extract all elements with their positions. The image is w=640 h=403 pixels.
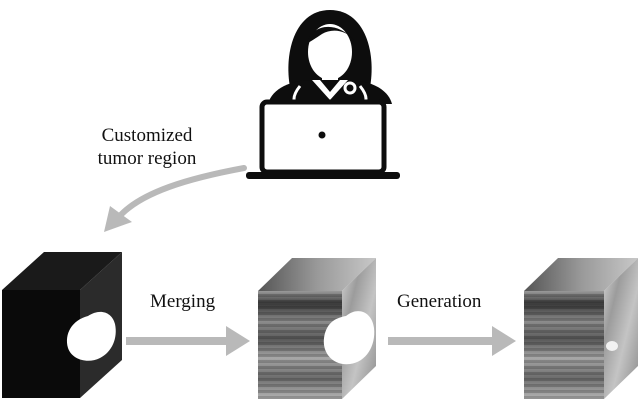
mask-top-face (2, 252, 122, 290)
bangs-shape (306, 26, 354, 44)
face-shape (308, 24, 352, 80)
tumor-region-blob (66, 311, 116, 361)
merged-ct-volume-cube (258, 258, 376, 399)
generated-lesion-spot (606, 341, 618, 351)
generated-top-face (524, 258, 638, 291)
annotation-line-1: Customized (101, 125, 193, 146)
tumor-mask-cube (2, 252, 122, 398)
generated-ct-volume-cube (524, 258, 638, 399)
collar-shape (312, 80, 348, 100)
laptop-camera-icon (318, 131, 326, 139)
annotation-line-2: tumor region (97, 148, 197, 169)
merged-top-face (258, 258, 376, 291)
merging-arrow (126, 326, 250, 356)
generation-label: Generation (397, 291, 482, 312)
generated-side-face (604, 258, 638, 399)
doctor-with-laptop-icon (246, 10, 400, 179)
laptop-base (246, 172, 400, 179)
generation-arrow (388, 326, 516, 356)
merging-label: Merging (150, 291, 216, 312)
mask-front-face (2, 290, 80, 398)
merged-tumor-blob (323, 311, 375, 365)
curved-arrow (104, 165, 247, 232)
customized-tumor-region-label: Customized tumor region (72, 124, 222, 170)
